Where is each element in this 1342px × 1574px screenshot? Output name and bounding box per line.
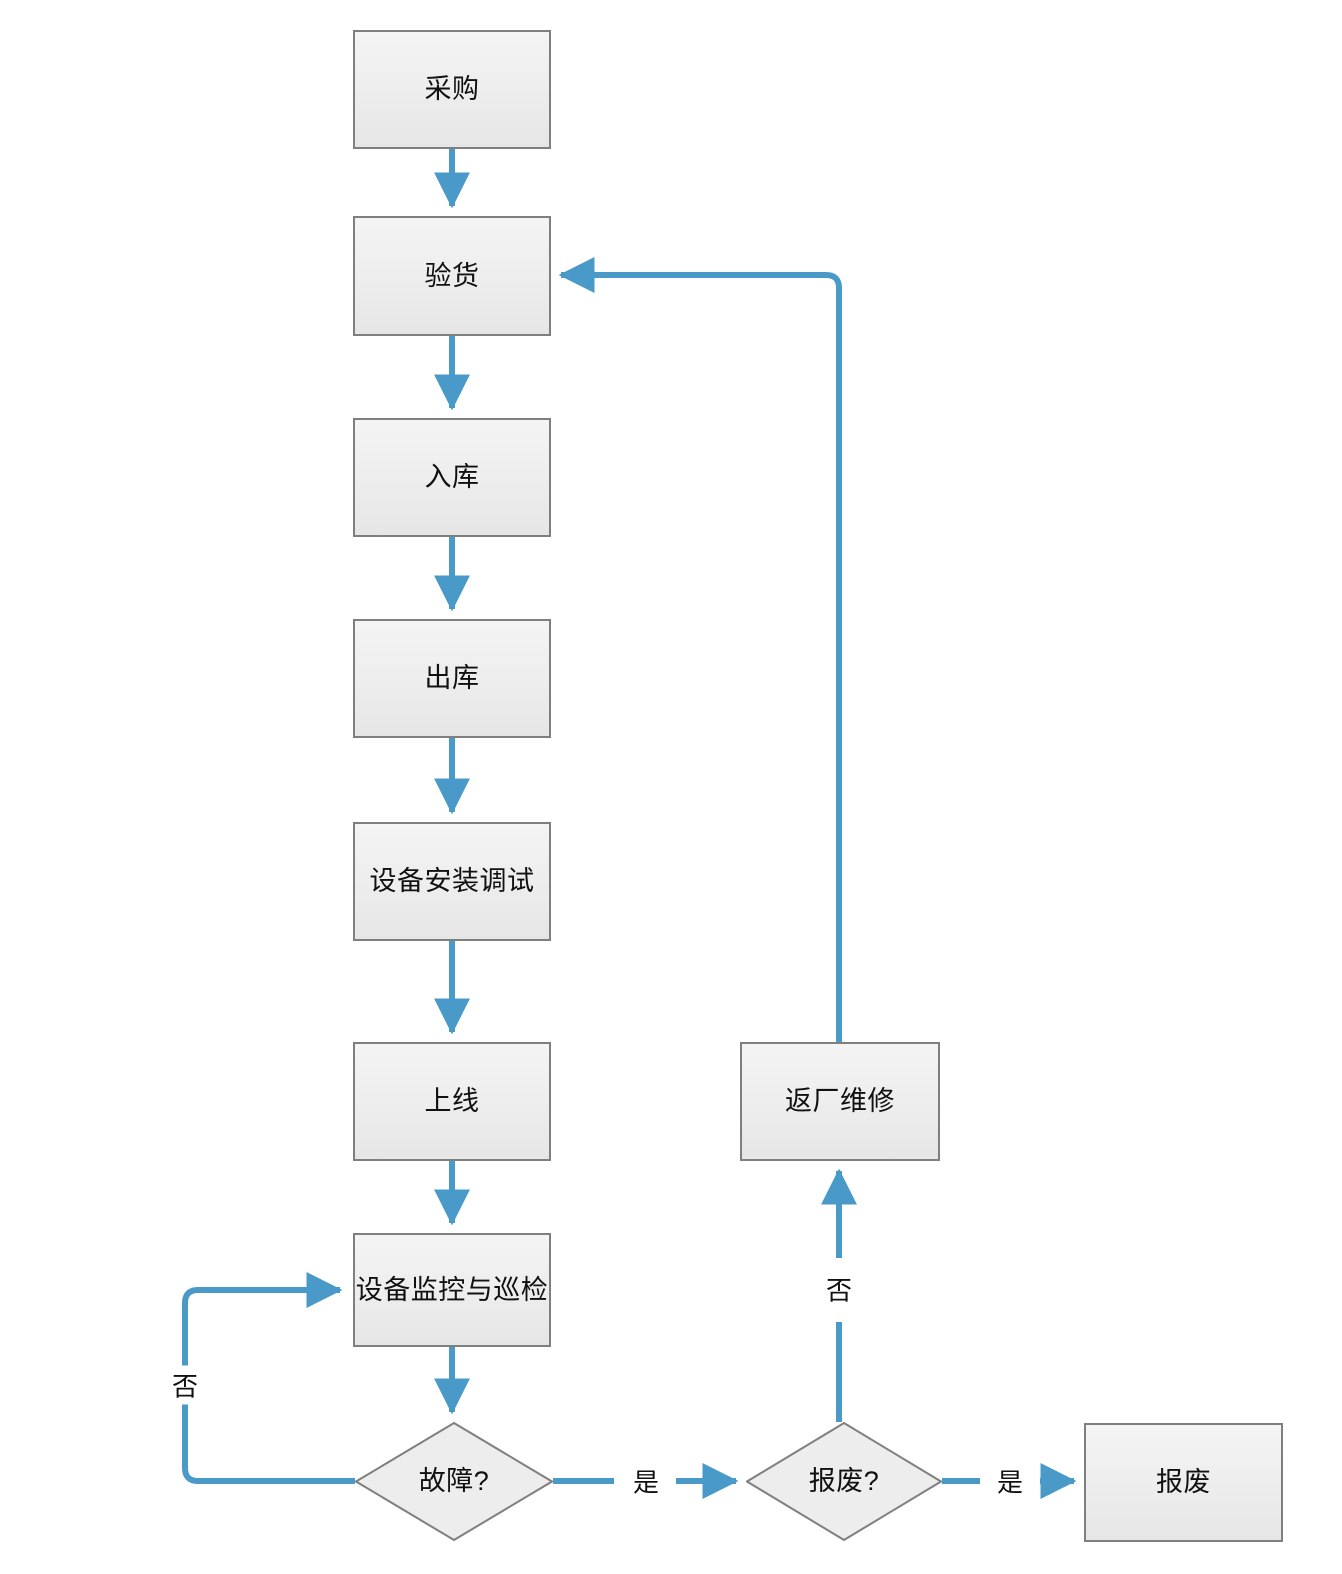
node-chuku[interactable]: 出库 — [353, 619, 551, 738]
node-label: 返厂维修 — [785, 1086, 895, 1117]
edge-label-baofei-yes: 是 — [991, 1461, 1029, 1501]
diamond-shape — [746, 1422, 942, 1541]
node-baofei-end[interactable]: 报废 — [1084, 1423, 1283, 1542]
edge-label-guzhang-yes: 是 — [627, 1461, 665, 1501]
node-fanchang-weixiu[interactable]: 返厂维修 — [740, 1042, 940, 1161]
edge-label-baofei-no: 否 — [820, 1269, 858, 1309]
edge-fanchang-yanhuo — [558, 257, 842, 1042]
node-baofei-decision[interactable]: 报废? — [746, 1422, 942, 1541]
node-label: 设备安装调试 — [369, 866, 535, 897]
node-guzhang-decision[interactable]: 故障? — [355, 1422, 553, 1541]
node-label: 报废? — [808, 1466, 880, 1497]
node-yanhuo[interactable]: 验货 — [353, 216, 551, 336]
node-caigou[interactable]: 采购 — [353, 30, 551, 149]
diamond-shape — [355, 1422, 553, 1541]
node-label: 验货 — [424, 260, 480, 291]
node-ruku[interactable]: 入库 — [353, 418, 551, 537]
node-label: 上线 — [424, 1086, 480, 1117]
node-shangxian[interactable]: 上线 — [353, 1042, 551, 1161]
node-label: 报废 — [1156, 1467, 1211, 1498]
node-label: 故障? — [418, 1466, 490, 1497]
node-label: 采购 — [424, 74, 480, 105]
node-label: 设备监控与巡检 — [355, 1274, 549, 1305]
node-shebei-jiankong-xunjian[interactable]: 设备监控与巡检 — [353, 1233, 551, 1347]
node-label: 出库 — [424, 663, 480, 694]
edge-label-guzhang-no: 否 — [166, 1365, 204, 1405]
node-label: 入库 — [424, 462, 480, 493]
node-shebei-anzhuang-tiaoshi[interactable]: 设备安装调试 — [353, 822, 551, 941]
edge-guzhang-no-jiankong — [182, 1272, 355, 1484]
